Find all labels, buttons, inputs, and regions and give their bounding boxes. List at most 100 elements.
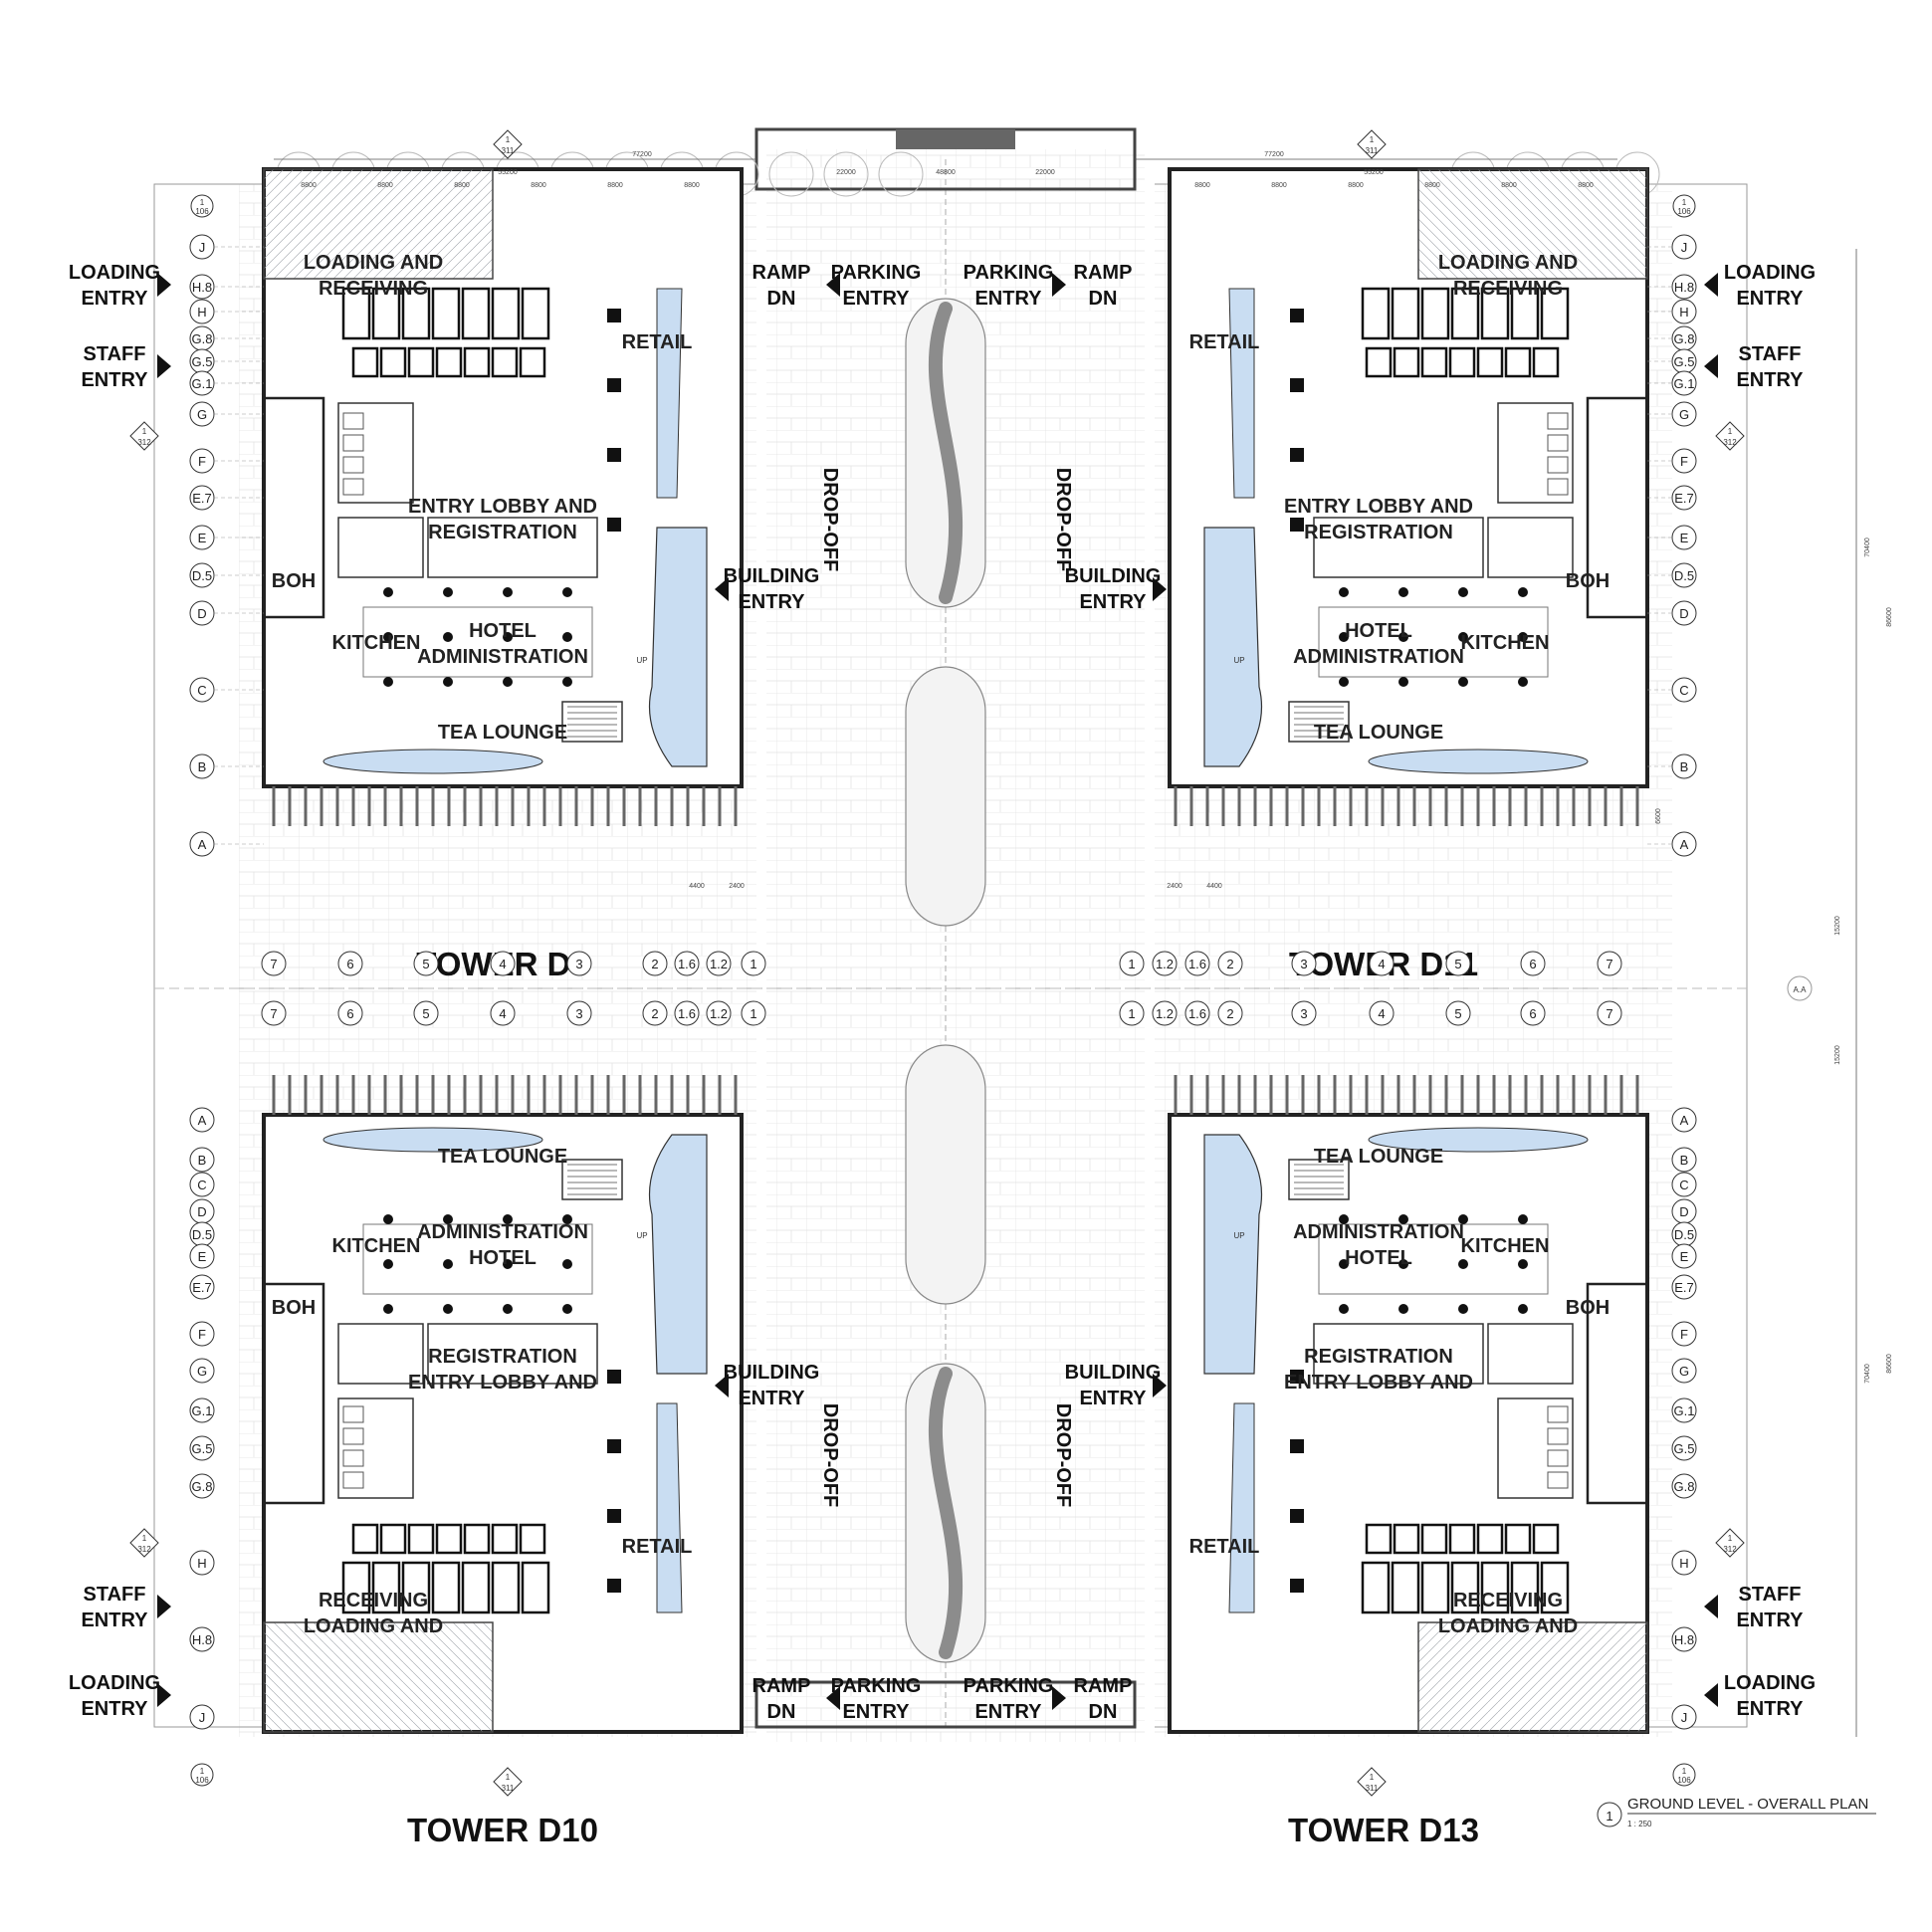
grid-row-top-right-5-text: G.1 — [1674, 376, 1695, 391]
column — [443, 677, 453, 687]
bottom-parking-right: PARKING — [964, 1675, 1054, 1697]
d8-lobby-label: ENTRY LOBBY AND — [408, 496, 597, 518]
plan-title: GROUND LEVEL - OVERALL PLAN — [1627, 1796, 1868, 1813]
grid-col-d11-7-text: 6 — [1529, 957, 1536, 971]
dim-narrow-d11: 4400 — [1206, 883, 1222, 890]
bottom-dropoff-left: DROP-OFF — [819, 1403, 841, 1507]
d10-boh-label: BOH — [272, 1297, 316, 1319]
top-parking-right: PARKING — [964, 262, 1054, 284]
section-bottom-right-diamond — [1357, 1767, 1387, 1797]
d10-building-entry-1: BUILDING — [724, 1362, 820, 1384]
dim-edge-d11: 2400 — [1167, 883, 1182, 890]
column — [443, 587, 453, 597]
grid-row-top-left-0-text: J — [199, 240, 206, 255]
grid-col-d11-8-circle — [1597, 951, 1622, 976]
grid-col-d8-7-text: 1.2 — [710, 957, 728, 971]
grid-row-bot-right-8-circle — [1671, 1358, 1697, 1384]
d8-loading-label: LOADING AND — [304, 252, 443, 274]
d13-hotel-label: HOTEL — [1345, 1247, 1412, 1269]
d8-building-arrow — [715, 577, 729, 601]
d13-loading-label: LOADING AND — [1438, 1615, 1578, 1637]
column — [383, 1304, 393, 1314]
grid-col-d8-5-text: 2 — [651, 957, 658, 971]
column — [1398, 1304, 1408, 1314]
grid-col-d10-2-text: 5 — [422, 1006, 429, 1021]
d11-loading-label: LOADING AND — [1438, 252, 1578, 274]
plan-scale: 1 : 250 — [1627, 1820, 1652, 1828]
column — [1518, 1259, 1528, 1269]
grid-row-bot-left-13-text: H.8 — [192, 1632, 212, 1647]
kitchen-room — [1487, 1323, 1574, 1385]
elevator-shaft — [341, 1561, 371, 1614]
stall — [1547, 1471, 1569, 1489]
pier — [607, 1509, 621, 1523]
bottom-ramp-right: RAMP — [1074, 1675, 1133, 1697]
water-feature — [1203, 1134, 1262, 1375]
top-parking-left: PARKING — [831, 262, 922, 284]
dim-row-gap-top: 15200 — [1834, 916, 1841, 936]
tower-d8 — [262, 167, 744, 826]
dim-road-right: 22000 — [1035, 169, 1055, 176]
corner-marker-number-0: 1 — [200, 198, 205, 207]
d8-building-entry-2: ENTRY — [738, 591, 805, 613]
top-parking-entry-left: ENTRY — [842, 288, 910, 310]
elevator-shaft — [1480, 1561, 1510, 1614]
top-dn-right: DN — [1089, 288, 1118, 310]
tree-canopy — [823, 151, 869, 197]
grid-row-top-right-8-text: E.7 — [1674, 491, 1694, 506]
grid-col-d10-7-text: 1.2 — [710, 1006, 728, 1021]
section-cut-text: A.A — [1794, 985, 1808, 994]
bottom-dn-left: DN — [767, 1701, 796, 1723]
d11-kitchen-label: KITCHEN — [1461, 632, 1550, 654]
grid-row-top-left-12-text: C — [197, 683, 206, 698]
d13-registration-label: REGISTRATION — [1304, 1346, 1453, 1368]
grid-row-bot-right-7-circle — [1671, 1321, 1697, 1347]
grid-col-d10-5-circle — [642, 1000, 668, 1026]
elevator-shaft — [1532, 1523, 1560, 1555]
elevator-core — [341, 1523, 550, 1614]
column — [503, 1259, 513, 1269]
d11-building-entry-1: BUILDING — [1065, 565, 1162, 587]
grid-col-d13-5-circle — [1369, 1000, 1395, 1026]
grid-row-bot-left-11-text: G.8 — [192, 1479, 213, 1494]
boh-zone — [262, 396, 325, 619]
grid-row-bot-right-11-circle — [1671, 1473, 1697, 1499]
column — [1518, 632, 1528, 642]
elevator-shaft — [1540, 287, 1570, 340]
median-landscape — [928, 302, 964, 604]
title-number-circle — [1597, 1802, 1622, 1827]
grid-row-bot-left-8-circle — [189, 1358, 215, 1384]
grid-row-top-right-6-text: G — [1679, 407, 1689, 422]
grid-row-bot-left-12-text: H — [197, 1556, 206, 1571]
lounge-area — [362, 1223, 593, 1295]
grid-col-d11-6-circle — [1445, 951, 1471, 976]
d13-up-label: UP — [1233, 1231, 1244, 1240]
lounge-area — [362, 606, 593, 678]
elevator-shaft — [1393, 346, 1420, 378]
column — [1398, 1214, 1408, 1224]
grid-row-bot-left-12-circle — [189, 1550, 215, 1576]
d11-staff-entry-arrow — [1704, 354, 1718, 378]
d10-staff-entry-arrow — [157, 1595, 171, 1618]
section-side-bot-right-diamond — [1715, 1528, 1745, 1558]
grid-row-top-right-1-text: H.8 — [1674, 280, 1694, 295]
d11-lobby-label: ENTRY LOBBY AND — [1284, 496, 1473, 518]
column — [562, 677, 572, 687]
grid-row-top-right-3-text: G.8 — [1674, 331, 1695, 346]
grid-col-d10-3-text: 4 — [499, 1006, 506, 1021]
section-side-top-right-diamond — [1715, 421, 1745, 451]
elevator-shaft — [435, 1523, 463, 1555]
dim-bay-top-l-1: 8800 — [377, 182, 393, 189]
grid-row-bot-left-13-circle — [189, 1626, 215, 1652]
tree-canopy — [768, 151, 814, 197]
grid-col-d8-4-text: 3 — [575, 957, 582, 971]
lounge-area — [1318, 606, 1549, 678]
grid-col-d8-6-text: 1.6 — [678, 957, 696, 971]
elevator-shaft — [371, 287, 401, 340]
grid-row-bot-left-6-circle — [189, 1274, 215, 1300]
kitchen-room — [1487, 517, 1574, 578]
d8-boh-label: BOH — [272, 570, 316, 592]
